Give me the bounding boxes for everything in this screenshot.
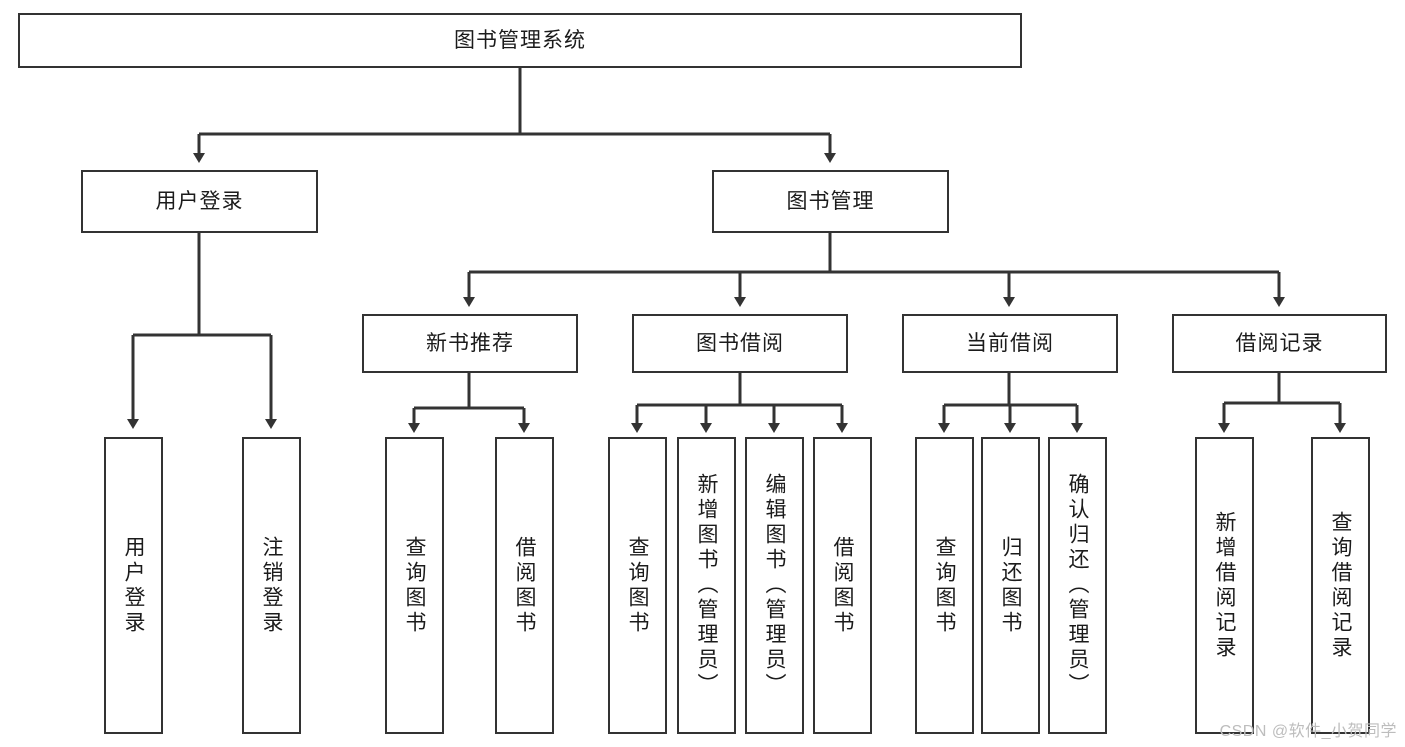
node-leaf-borrow-book-1-label: 借阅图书 [513, 535, 536, 636]
node-leaf-query-book-3-label: 查询图书 [933, 535, 956, 636]
node-leaf-query-book-3[interactable]: 查询图书 [915, 437, 974, 734]
node-new-book-recommend-label: 新书推荐 [426, 332, 514, 355]
node-leaf-add-record-label: 新增借阅记录 [1213, 510, 1236, 661]
node-leaf-user-login[interactable]: 用户登录 [104, 437, 163, 734]
node-current-borrow[interactable]: 当前借阅 [902, 314, 1118, 373]
node-leaf-query-record[interactable]: 查询借阅记录 [1311, 437, 1370, 734]
node-root-label: 图书管理系统 [454, 29, 586, 52]
node-leaf-query-book-2[interactable]: 查询图书 [608, 437, 667, 734]
node-leaf-borrow-book-2-label: 借阅图书 [831, 535, 854, 636]
node-root[interactable]: 图书管理系统 [18, 13, 1022, 68]
node-leaf-confirm-return-label: 确认归还（管理员） [1066, 473, 1089, 698]
node-leaf-query-record-label: 查询借阅记录 [1329, 510, 1352, 661]
node-leaf-user-login-label: 用户登录 [122, 535, 145, 636]
node-new-book-recommend[interactable]: 新书推荐 [362, 314, 578, 373]
node-leaf-query-book-2-label: 查询图书 [626, 535, 649, 636]
node-user-login[interactable]: 用户登录 [81, 170, 318, 233]
node-leaf-logout-label: 注销登录 [260, 535, 283, 636]
watermark-text: CSDN @软件_小贺同学 [1219, 723, 1397, 740]
node-leaf-logout[interactable]: 注销登录 [242, 437, 301, 734]
node-book-borrow[interactable]: 图书借阅 [632, 314, 848, 373]
node-leaf-confirm-return[interactable]: 确认归还（管理员） [1048, 437, 1107, 734]
node-leaf-borrow-book-2[interactable]: 借阅图书 [813, 437, 872, 734]
node-leaf-add-book[interactable]: 新增图书（管理员） [677, 437, 736, 734]
node-current-borrow-label: 当前借阅 [966, 332, 1054, 355]
node-leaf-borrow-book-1[interactable]: 借阅图书 [495, 437, 554, 734]
node-leaf-return-book-label: 归还图书 [999, 535, 1022, 636]
node-book-manage-label: 图书管理 [786, 190, 875, 213]
node-leaf-query-book-1[interactable]: 查询图书 [385, 437, 444, 734]
node-leaf-edit-book[interactable]: 编辑图书（管理员） [745, 437, 804, 734]
node-leaf-add-book-label: 新增图书（管理员） [695, 473, 718, 698]
node-borrow-record[interactable]: 借阅记录 [1172, 314, 1387, 373]
node-leaf-edit-book-label: 编辑图书（管理员） [763, 473, 786, 698]
node-book-manage[interactable]: 图书管理 [712, 170, 949, 233]
node-leaf-query-book-1-label: 查询图书 [403, 535, 426, 636]
node-borrow-record-label: 借阅记录 [1235, 332, 1324, 355]
node-leaf-return-book[interactable]: 归还图书 [981, 437, 1040, 734]
node-leaf-add-record[interactable]: 新增借阅记录 [1195, 437, 1254, 734]
node-user-login-label: 用户登录 [155, 190, 244, 213]
node-book-borrow-label: 图书借阅 [696, 332, 784, 355]
